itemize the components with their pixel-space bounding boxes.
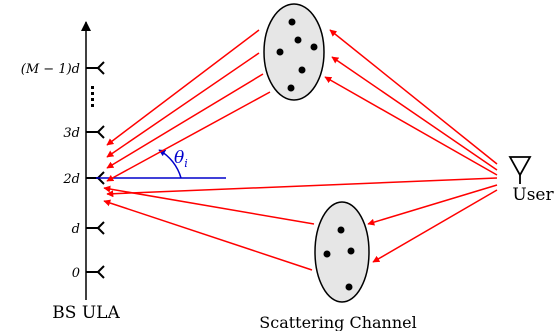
tick-label-m1: (M − 1)d	[21, 62, 80, 77]
tick-label-0: 0	[72, 266, 80, 281]
user-antenna-icon	[508, 156, 532, 184]
paths-bottom-cluster-to-bs	[103, 185, 315, 271]
scattering-channel-label: Scattering Channel	[259, 313, 416, 331]
antenna-elements	[86, 61, 105, 279]
antenna-element-3	[86, 125, 105, 139]
tick-label-3d: 3d	[63, 126, 80, 141]
scatter-cluster-top	[263, 3, 325, 101]
antenna-element-0	[86, 265, 105, 279]
user-label: User	[512, 185, 554, 205]
angle-label: θi	[174, 148, 188, 170]
antenna-element-1	[86, 221, 105, 235]
path-direct-user-to-bs	[106, 177, 498, 198]
tick-label-d: d	[72, 222, 80, 237]
antenna-element-m1	[86, 61, 105, 75]
bs-ula-label: BS ULA	[52, 303, 120, 323]
ellipsis-dots	[91, 86, 94, 107]
scatter-cluster-bottom	[314, 201, 370, 303]
paths-user-to-bottom-cluster	[367, 184, 498, 263]
paths-user-to-top-cluster	[324, 29, 498, 176]
tick-label-2d: 2d	[62, 172, 80, 187]
paths-top-cluster-to-bs	[106, 29, 271, 182]
